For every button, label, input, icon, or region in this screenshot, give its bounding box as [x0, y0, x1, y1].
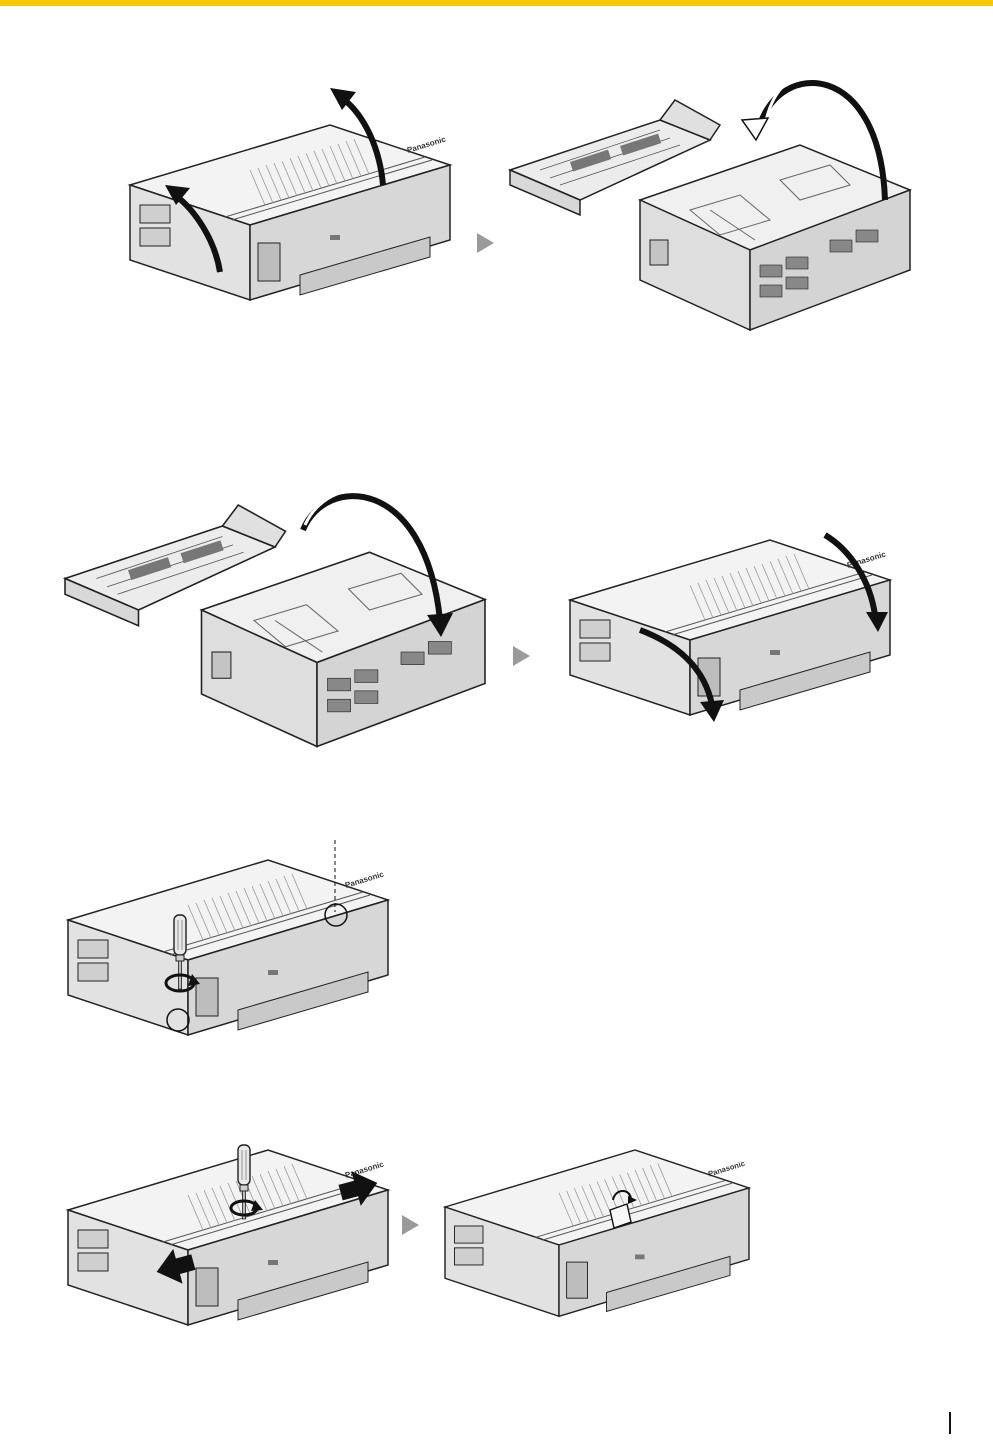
brand-logo: Panasonic — [707, 1159, 746, 1179]
triangle-next-icon — [402, 1215, 419, 1235]
brand-logo: Panasonic — [344, 1159, 385, 1179]
open-unit-illustration — [65, 485, 495, 815]
triangle-next-icon — [477, 233, 494, 253]
closed-unit-illustration: Panasonic — [570, 540, 910, 780]
brand-logo: Panasonic — [406, 134, 447, 154]
closed-unit-illustration: Panasonic — [68, 1130, 408, 1390]
open-unit-illustration — [510, 80, 930, 400]
step-close-cover: Panasonic — [0, 410, 993, 820]
page-marker-bar — [949, 1412, 951, 1434]
step-fasten-screws: Panasonic — [0, 840, 993, 1090]
triangle-next-icon — [513, 646, 530, 666]
closed-unit-illustration: Panasonic — [445, 1140, 765, 1390]
closed-unit-illustration: Panasonic — [130, 125, 450, 300]
step-open-cover: Panasonic — [0, 0, 993, 410]
brand-logo: Panasonic — [344, 869, 385, 889]
step-slide-and-seal: Panasonic Panasonic — [0, 1110, 993, 1410]
closed-unit-illustration: Panasonic — [68, 860, 408, 1090]
